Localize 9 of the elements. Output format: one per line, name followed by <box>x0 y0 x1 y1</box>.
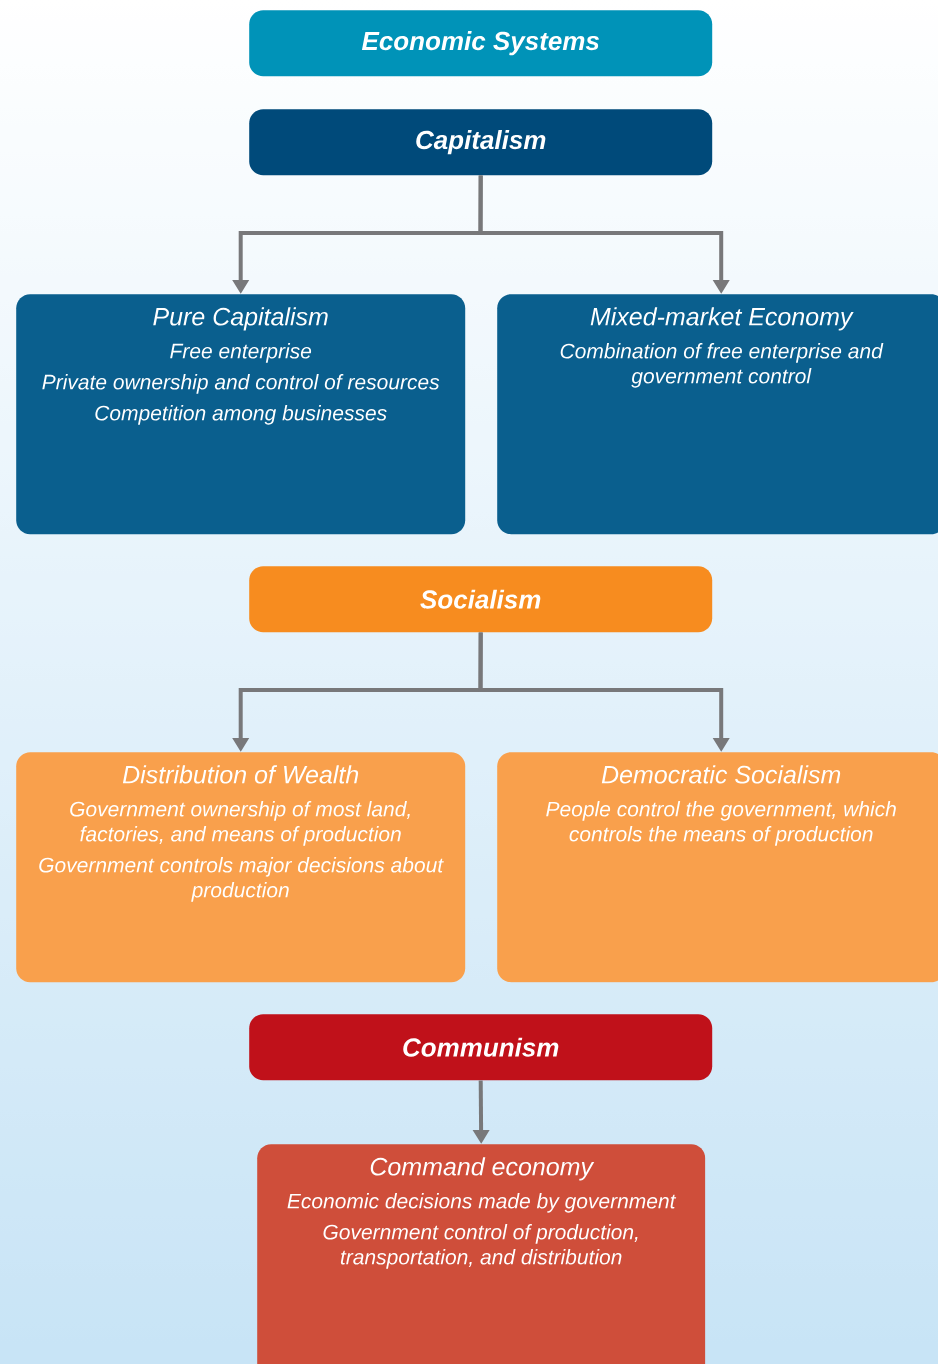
header-box: Economic Systems <box>249 10 713 77</box>
header-box: Communism <box>249 1014 713 1081</box>
topic-box: Democratic Socialism People control the government, which controls the means of production <box>497 752 938 983</box>
header-box: Socialism <box>249 566 713 633</box>
topic-box: Pure Capitalism Free enterprise Private ownership and control of resources Competition among businesses <box>16 294 466 535</box>
topic-box: Distribution of Wealth Government ownership of most land, factories, and means of production Government controls major decisions about production <box>16 752 466 983</box>
header-box: Capitalism <box>249 109 713 176</box>
topic-box: Mixed-market Economy Combination of free enterprise and government control <box>497 294 938 535</box>
topic-box: Command economy Economic decisions made by government Government control of production, transportation, and distribution <box>257 1144 706 1364</box>
